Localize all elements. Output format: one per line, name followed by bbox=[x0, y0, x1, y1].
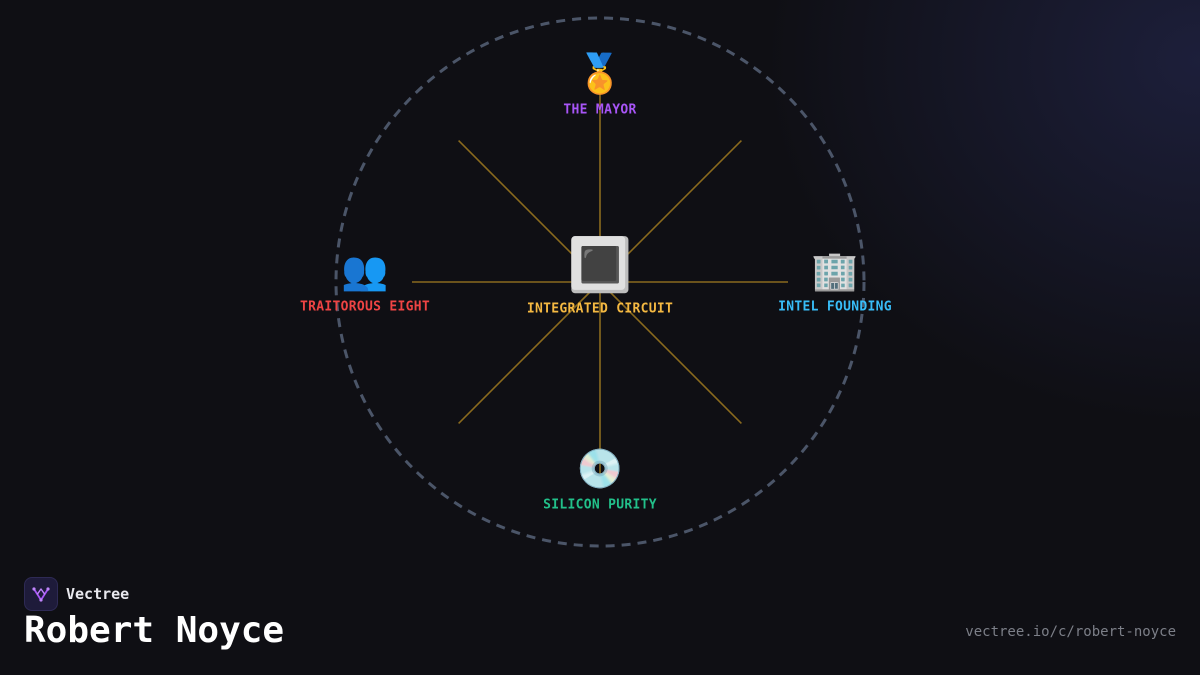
spoke-line bbox=[458, 140, 601, 283]
node-label: TRAITOROUS EIGHT bbox=[299, 299, 431, 315]
disc-icon: 💿 bbox=[576, 446, 624, 491]
node-intel-founding[interactable]: 🏢 INTEL FOUNDING bbox=[778, 252, 892, 315]
center-node-label: INTEGRATED CIRCUIT bbox=[526, 301, 674, 317]
node-label: INTEL FOUNDING bbox=[778, 299, 892, 315]
office-building-icon: 🏢 bbox=[811, 248, 859, 293]
center-node[interactable]: 🔳 INTEGRATED CIRCUIT bbox=[527, 240, 673, 317]
node-traitorous-eight[interactable]: 👥 TRAITOROUS EIGHT bbox=[300, 252, 430, 315]
brand-name: Vectree bbox=[66, 585, 130, 603]
spoke-line bbox=[458, 281, 601, 424]
node-the-mayor[interactable]: 🏅 THE MAYOR bbox=[563, 55, 636, 118]
people-icon: 👥 bbox=[341, 248, 389, 293]
vectree-logo-icon bbox=[24, 577, 58, 611]
spokes bbox=[412, 90, 788, 474]
spoke-line bbox=[599, 281, 742, 424]
page-title: Robert Noyce bbox=[24, 610, 285, 651]
node-label: THE MAYOR bbox=[563, 102, 637, 118]
node-label: SILICON PURITY bbox=[543, 497, 657, 513]
node-silicon-purity[interactable]: 💿 SILICON PURITY bbox=[543, 450, 657, 513]
orbit-ring bbox=[334, 16, 866, 548]
spoke-line bbox=[599, 140, 742, 283]
source-url[interactable]: vectree.io/c/robert-noyce bbox=[965, 624, 1176, 640]
brand[interactable]: Vectree bbox=[24, 577, 129, 611]
medal-icon: 🏅 bbox=[576, 51, 624, 96]
chip-icon: 🔳 bbox=[567, 235, 633, 296]
